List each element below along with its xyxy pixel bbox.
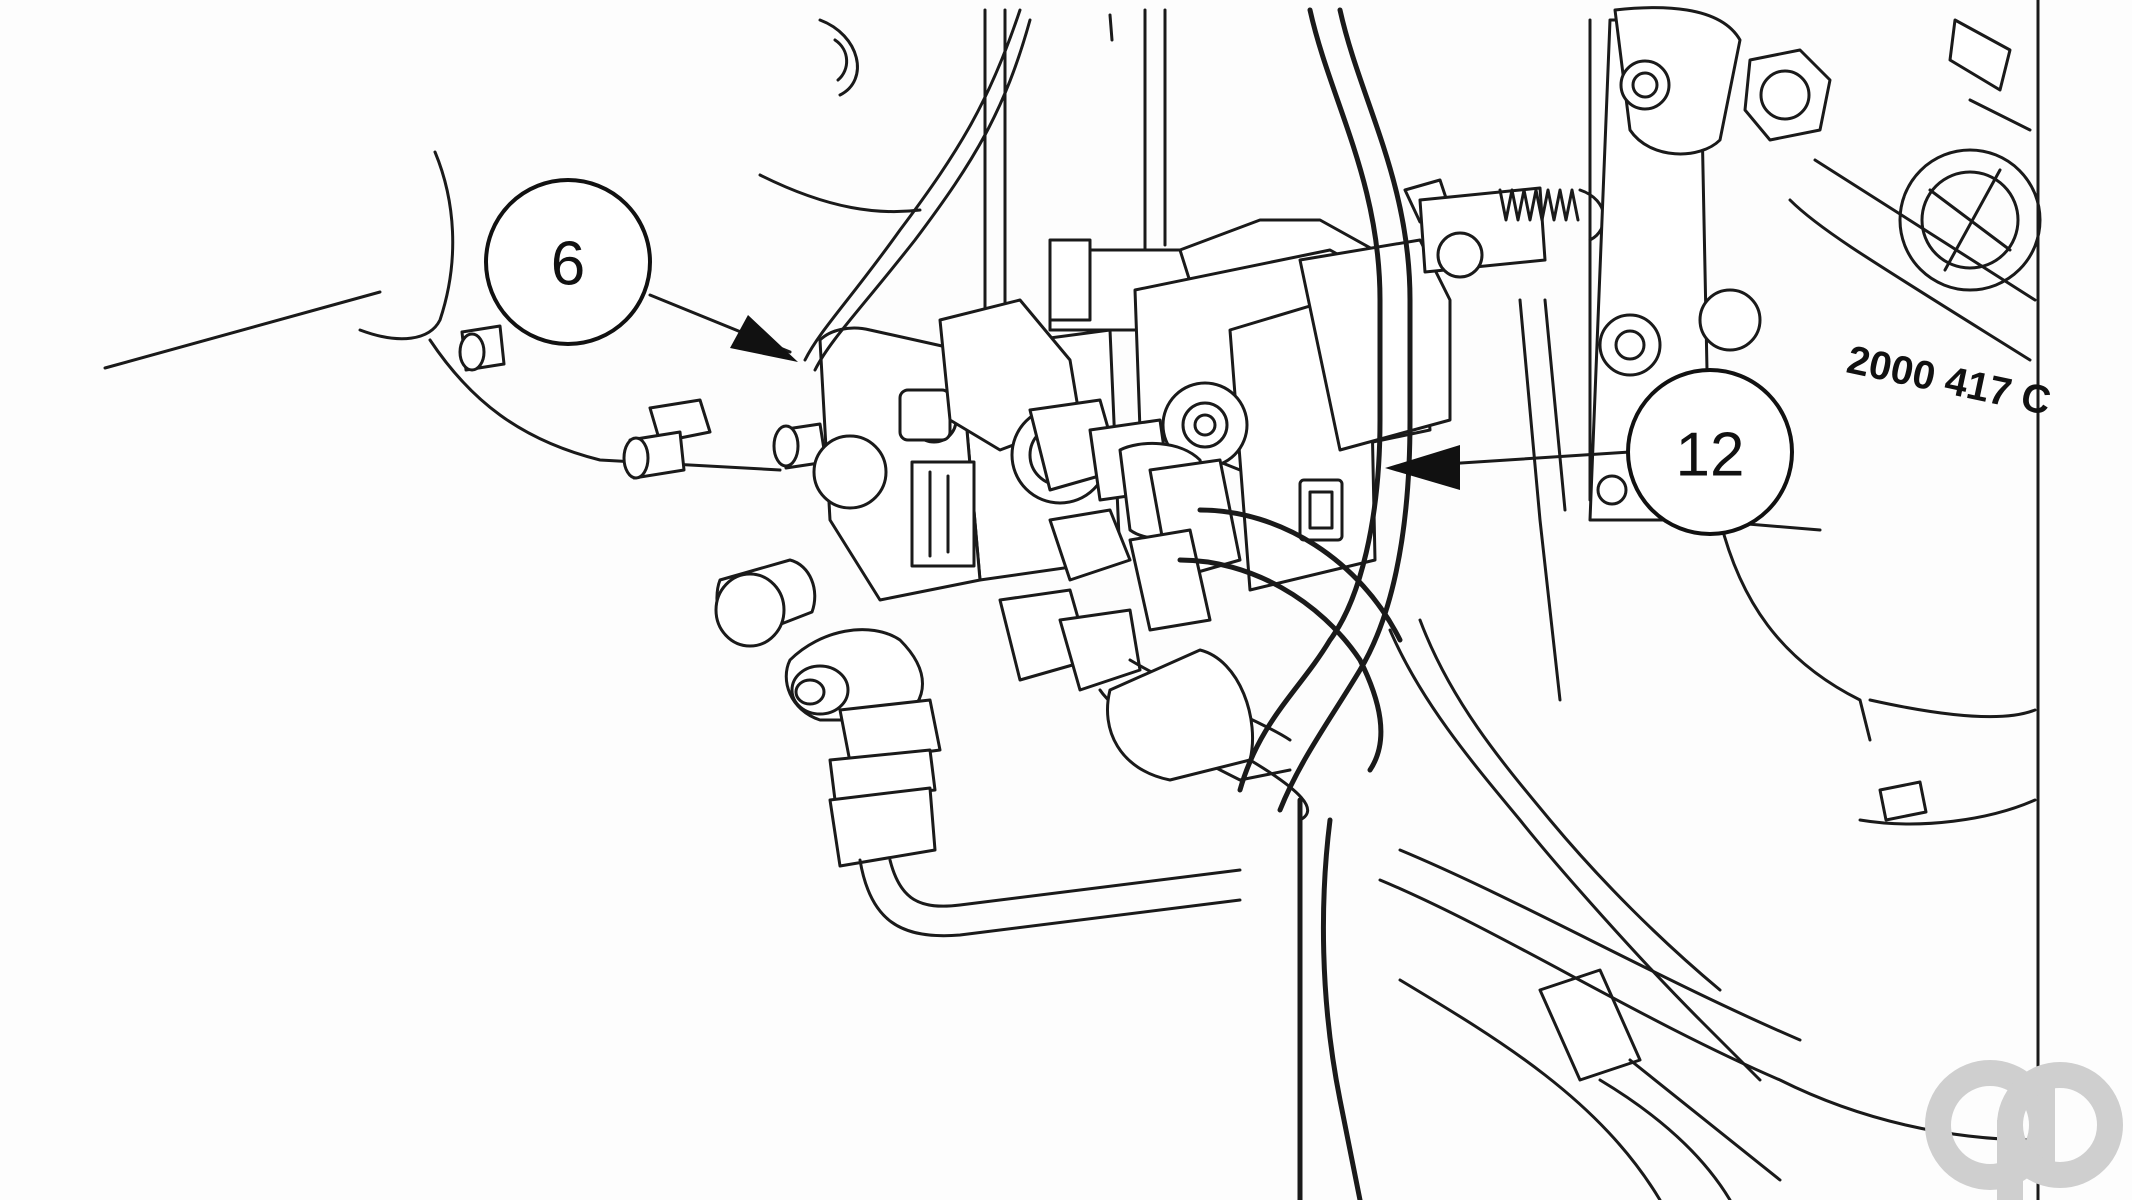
casting-stamp: 2000 417 C [1843,338,2054,424]
arrowhead-12 [1385,445,1460,490]
arrowhead-6 [730,315,798,362]
callout-label-6: 6 [551,230,585,299]
leader-line-12 [1428,450,1632,467]
callout-label-12: 12 [1676,421,1745,490]
relief-valve [714,558,942,868]
thin-pipe [803,8,1022,362]
hose-fittings [998,398,1242,692]
hoses [858,7,2037,1200]
callout-circle-6 [484,178,652,346]
callout-12: 12 [1385,368,1794,536]
callout-6: 6 [484,178,798,362]
spring-assembly [1418,186,1606,279]
watermark-logo [1925,1060,2123,1200]
upper-bracket [983,8,1167,312]
callout-circle-12 [1626,368,1794,536]
linkage-bracket [1518,6,1832,702]
engine-housing-left [103,18,922,480]
nameplate [910,460,976,568]
